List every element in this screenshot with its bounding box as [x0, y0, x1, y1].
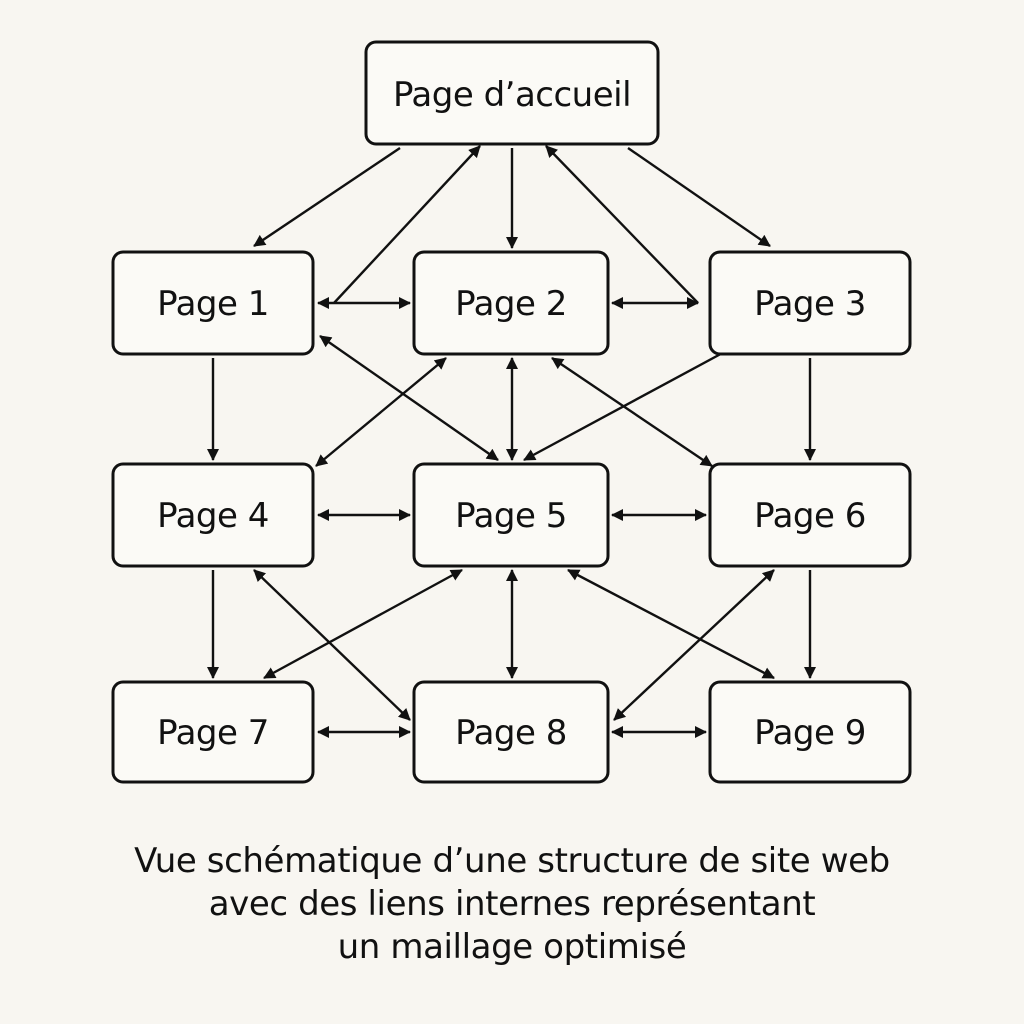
node-page-1: Page 1: [111, 250, 315, 356]
node-page-9-label: Page 9: [754, 713, 866, 753]
node-page-2-label: Page 2: [455, 284, 567, 324]
edge-home-p1: [253, 147, 401, 247]
edge-home-p3: [627, 147, 771, 247]
node-page-1-label: Page 1: [157, 284, 269, 324]
edge-p3-home: [545, 145, 699, 304]
edge-p1-home: [333, 145, 481, 304]
node-page-8-label: Page 8: [455, 713, 567, 753]
nodes-layer: Page d’accueil Page 1 Page 2 Page 3 Page…: [111, 40, 912, 784]
node-page-4-label: Page 4: [157, 496, 269, 536]
edge-p6-p8: [613, 569, 775, 721]
node-page-6-label: Page 6: [754, 496, 866, 536]
node-home-label: Page d’accueil: [393, 75, 631, 115]
node-page-8: Page 8: [412, 680, 610, 784]
caption-line-2: avec des liens internes représentant: [208, 884, 816, 924]
edges-layer: [207, 145, 816, 738]
node-page-7: Page 7: [111, 680, 315, 784]
edge-p5-p9: [567, 568, 775, 680]
node-page-5-label: Page 5: [455, 496, 567, 536]
node-page-2: Page 2: [412, 250, 610, 356]
diagram-caption: Vue schématique d’une structure de site …: [40, 840, 984, 969]
node-page-9: Page 9: [708, 680, 912, 784]
node-page-5: Page 5: [412, 462, 610, 568]
node-home: Page d’accueil: [364, 40, 660, 146]
node-page-3: Page 3: [708, 250, 912, 356]
edge-p2-p6: [551, 357, 713, 467]
node-page-6: Page 6: [708, 462, 912, 568]
node-page-4: Page 4: [111, 462, 315, 568]
node-page-3-label: Page 3: [754, 284, 866, 324]
caption-line-3: un maillage optimisé: [337, 927, 687, 967]
node-page-7-label: Page 7: [157, 713, 269, 753]
caption-line-1: Vue schématique d’une structure de site …: [134, 841, 890, 881]
edge-p5-p7: [263, 568, 463, 680]
edge-p2-p4: [315, 357, 447, 467]
